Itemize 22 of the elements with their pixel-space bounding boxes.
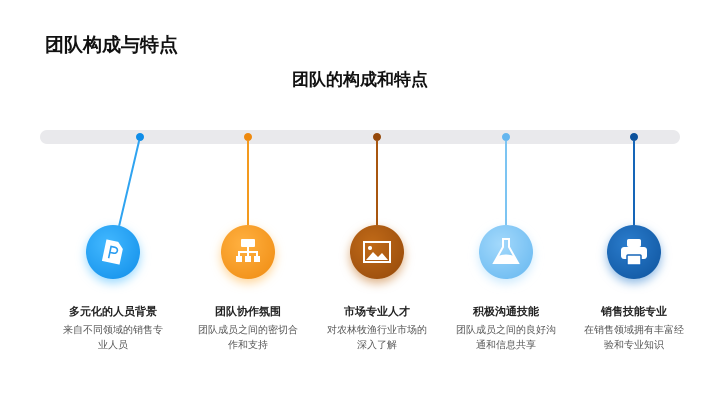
feature-heading: 积极沟通技能: [472, 304, 540, 319]
feature-description: 在销售领域拥有丰富经验和专业知识: [584, 324, 684, 353]
icon-circle: [607, 225, 661, 279]
icon-circle: [479, 225, 533, 279]
connector-line: [118, 140, 140, 226]
icon-circle: [221, 225, 275, 279]
connector-line: [376, 141, 378, 225]
icon-circle: [86, 225, 140, 279]
feature-description: 对农林牧渔行业市场的深入了解: [327, 324, 427, 353]
connector-line: [247, 141, 249, 225]
feature-heading: 多元化的人员背景: [68, 304, 158, 319]
icon-circle: [350, 225, 404, 279]
feature-heading: 市场专业人才: [343, 304, 411, 319]
feature-heading: 团队协作氛围: [214, 304, 282, 319]
connector-line: [505, 141, 507, 225]
connector-line: [633, 141, 635, 225]
section-heading: 团队的构成和特点: [291, 69, 429, 91]
feature-description: 团队成员之间的良好沟通和信息共享: [456, 324, 556, 353]
feature-description: 团队成员之间的密切合作和支持: [198, 324, 298, 353]
feature-heading: 销售技能专业: [600, 304, 668, 319]
feature-description: 来自不同领域的销售专业人员: [63, 324, 163, 353]
slide-title: 团队构成与特点: [45, 33, 178, 58]
